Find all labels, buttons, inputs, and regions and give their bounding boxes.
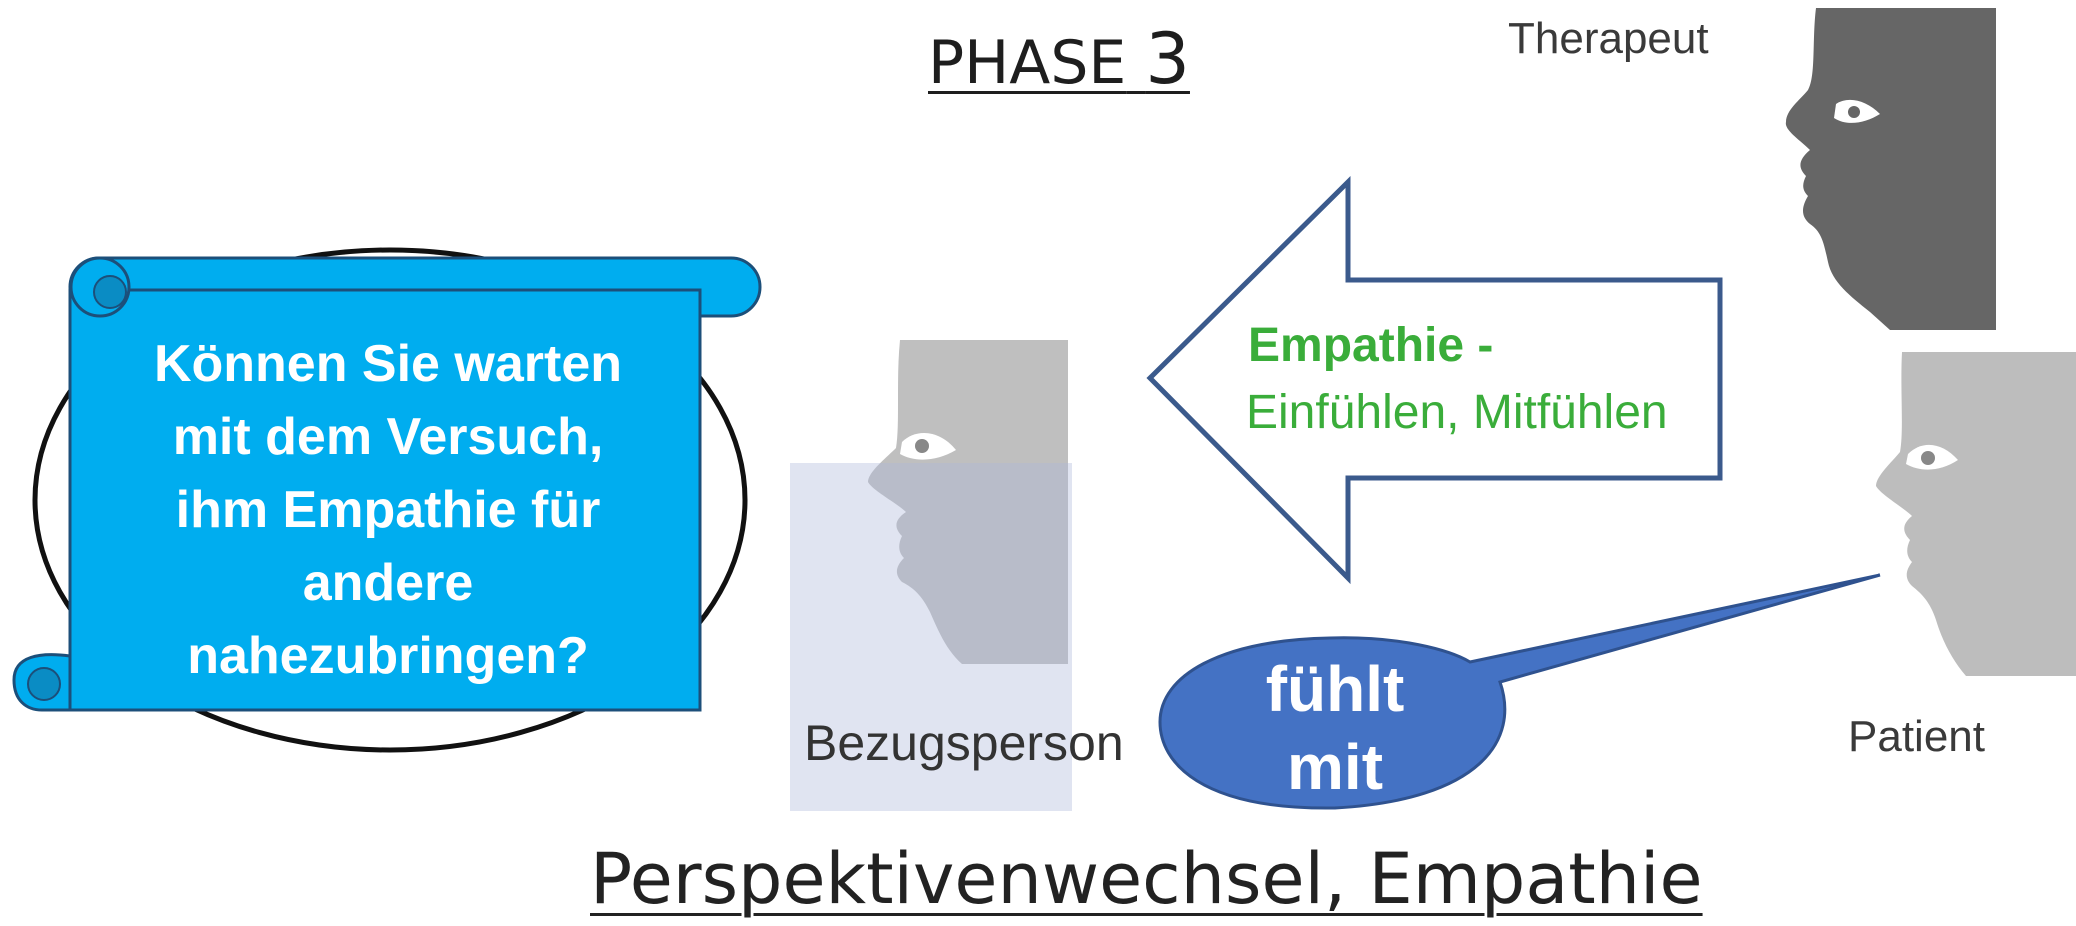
phase-label: PHASE [928,28,1127,98]
therapist-face-icon [1785,8,1996,330]
phase-number: 3 [1145,18,1190,100]
scroll-line: mit dem Versuch, [172,408,604,466]
scroll-line: ihm Empathie für [175,481,601,539]
reference-highlight-box [790,463,1072,811]
bubble-text: fühlt mit [1195,650,1475,806]
arrow-subtitle: Einfühlen, Mitfühlen [1246,386,1668,439]
patient-label: Patient [1848,712,1985,761]
outline-ellipse [32,247,748,753]
scroll-line: andere [302,554,474,612]
scroll-line: nahezubringen? [187,627,589,685]
bubble-line: fühlt [1265,653,1405,725]
bubble-line: mit [1287,731,1383,803]
scroll-question: Können Sie warten mit dem Versuch, ihm E… [88,328,688,693]
therapist-label: Therapeut [1508,14,1709,63]
bottom-title: Perspektivenwechsel, Empathie [590,838,1703,920]
scroll-line: Können Sie warten [153,335,623,393]
question-scroll [12,256,762,712]
patient-face-icon [1876,352,2076,676]
phase-title: PHASE 3 [928,18,1190,100]
arrow-title: Empathie - [1248,319,1494,372]
speech-bubble [1158,573,1881,810]
reference-person-label: Bezugsperson [804,715,1124,771]
empathy-arrow [1146,176,1723,585]
reference-person-face-icon [868,340,1068,664]
